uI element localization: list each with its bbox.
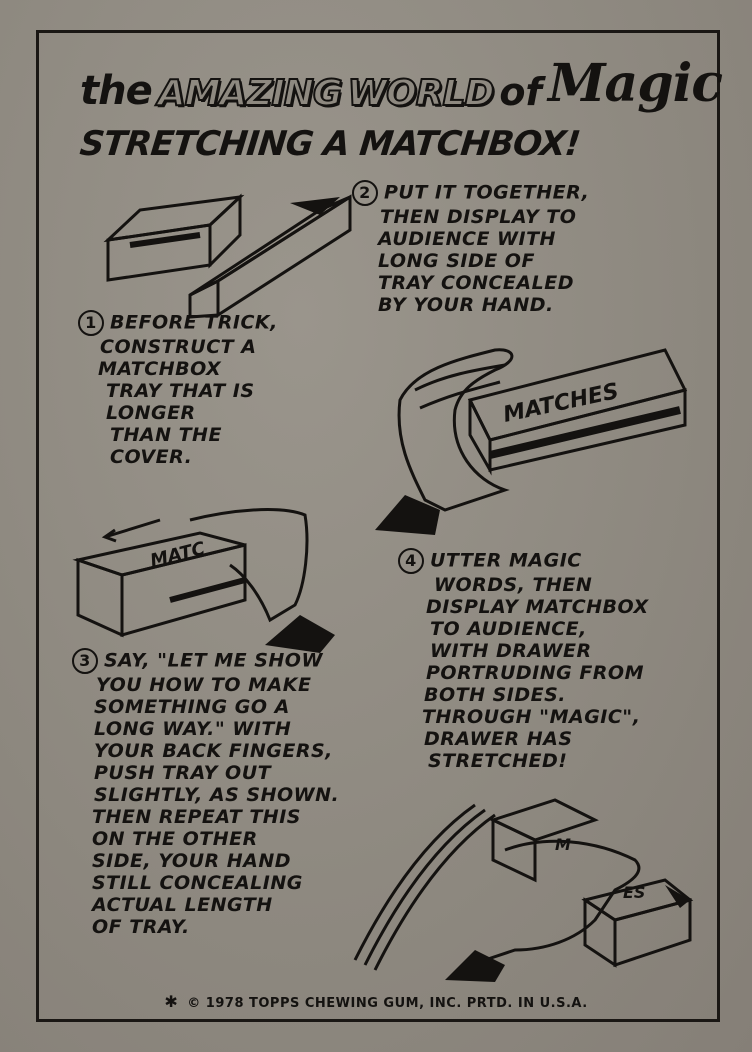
step-4-line: Through "Magic",: [422, 706, 641, 728]
header-magic: Magic: [547, 53, 723, 114]
step-4-line: stretched!: [428, 750, 568, 772]
trick-title: STRETCHING A MATCHBOX!: [77, 124, 582, 164]
step-3-line: your back fingers,: [94, 740, 333, 762]
matchbox-tray-illustration: [103, 193, 352, 319]
step-3: 3 Say, "Let me show you how to make somet…: [72, 648, 339, 938]
step-3-line: side, your hand: [92, 850, 292, 872]
header-amazing: AMAZING: [157, 72, 344, 115]
step-4-line: portruding from: [426, 662, 644, 684]
step-2-line: long side of: [378, 250, 535, 272]
step-3-line: Then repeat this: [92, 806, 301, 828]
step-1: 1 Before trick, construct a matchbox tray…: [78, 310, 278, 468]
step-2-line: Put it together,: [384, 181, 590, 204]
step-3-line: on the other: [92, 828, 258, 850]
step-4-line: Utter magic: [430, 549, 582, 572]
step-1-line: tray that is: [106, 380, 255, 402]
copyright-text: © 1978 TOPPS CHEWING GUM, INC. PRTD. IN …: [187, 996, 588, 1011]
step-2-line: then display to: [380, 206, 577, 228]
step-2-number: 2: [352, 180, 378, 206]
copyright-line: ✱ © 1978 TOPPS CHEWING GUM, INC. PRTD. I…: [0, 992, 752, 1011]
header-the: the: [80, 68, 153, 114]
step-3-line: push tray out: [94, 762, 272, 784]
step-1-line: than the: [110, 424, 222, 446]
header-of: of: [499, 70, 542, 114]
step-4: 4 Utter magic words, then display matchbo…: [398, 548, 649, 772]
step-2-line: tray concealed: [378, 272, 574, 294]
matches-partial-top-label: M: [555, 835, 571, 854]
step-3-line: actual length: [92, 894, 273, 916]
step-4-number: 4: [398, 548, 424, 574]
matches-partial-bottom-label: ES: [623, 883, 645, 902]
step-2-line: by your hand.: [378, 294, 554, 316]
step-4-line: words, then: [434, 574, 593, 596]
stretched-matchbox-illustration: M ES: [353, 798, 694, 982]
step-3-line: of tray.: [92, 916, 190, 938]
step-3-line: you how to make: [96, 674, 312, 696]
step-4-line: display matchbox: [426, 596, 649, 618]
step-1-line: longer: [106, 402, 196, 424]
hand-holding-matchbox-illustration: MATCHES: [375, 348, 688, 535]
step-3-line: something go a: [94, 696, 290, 718]
step-3-line: slightly, as shown.: [94, 784, 340, 806]
step-1-line: construct a: [100, 336, 257, 358]
star-icon: ✱: [164, 992, 179, 1011]
step-1-line: Before trick,: [110, 311, 278, 334]
step-4-line: both sides.: [424, 684, 567, 706]
step-1-line: matchbox: [98, 358, 222, 380]
pushing-tray-illustration: MATC: [72, 508, 335, 653]
step-4-line: to audience,: [430, 618, 587, 640]
step-4-line: drawer has: [424, 728, 573, 750]
card-border: [36, 30, 720, 1022]
step-3-line: long way." With: [94, 718, 292, 740]
header-world: WORLD: [346, 72, 495, 115]
step-4-line: with drawer: [430, 640, 592, 662]
step-3-number: 3: [72, 648, 98, 674]
step-2-line: audience with: [378, 228, 556, 250]
card-header: the AMAZING WORLD of Magic: [80, 44, 723, 115]
step-2: 2 Put it together, then display to audien…: [352, 180, 589, 316]
step-1-number: 1: [78, 310, 104, 336]
step-3-line: Say, "Let me show: [104, 649, 323, 672]
step-1-line: cover.: [110, 446, 193, 468]
step-3-line: still concealing: [92, 872, 303, 894]
